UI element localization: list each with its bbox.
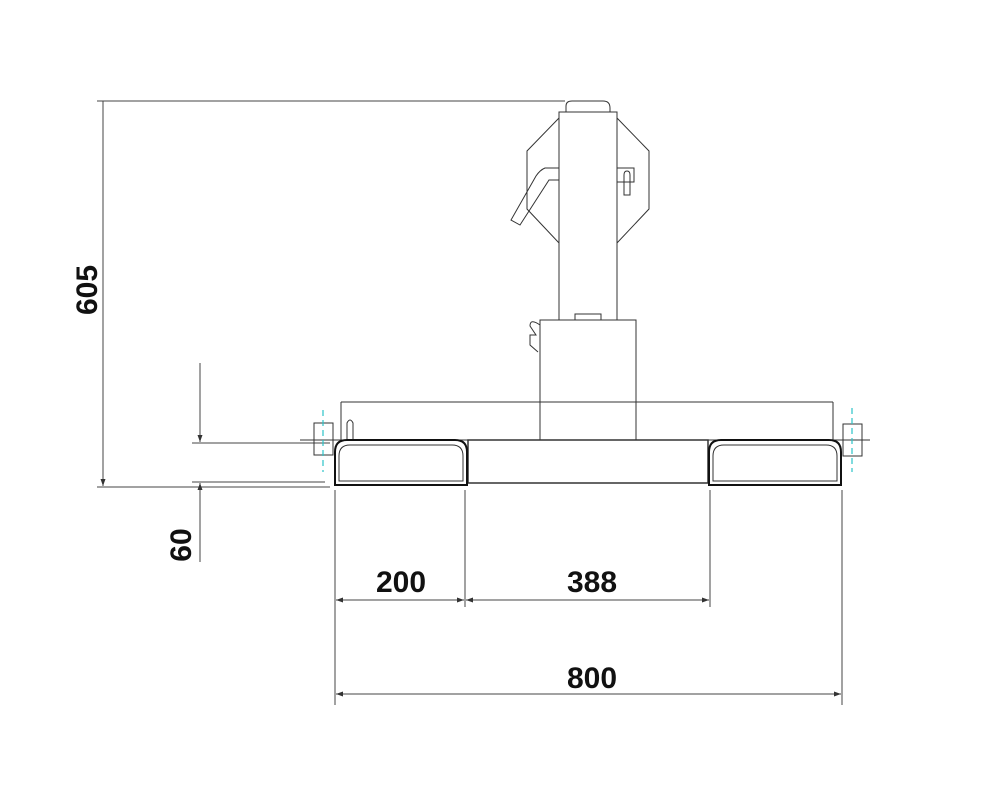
dimension-label-388: 388 (567, 566, 617, 599)
dimension-label-800: 800 (567, 662, 617, 695)
fork-pocket-right (708, 439, 842, 486)
width-extension-lines (334, 490, 843, 705)
fork-pocket-left (334, 439, 468, 486)
dimension-label-200: 200 (376, 566, 426, 599)
dimension-label-605: 605 (71, 265, 104, 315)
side-lug-left (313, 410, 334, 472)
center-beam (467, 439, 709, 484)
dimension-label-60: 60 (165, 528, 198, 561)
side-lug-right (842, 408, 863, 472)
dimension-200: 200 (336, 566, 464, 603)
dimension-605: 605 (71, 100, 565, 488)
dimension-388: 388 (466, 566, 709, 603)
mast (510, 100, 650, 441)
dimension-60: 60 (165, 363, 330, 562)
carriage-plate (300, 401, 870, 441)
dimension-800: 800 (336, 662, 841, 697)
